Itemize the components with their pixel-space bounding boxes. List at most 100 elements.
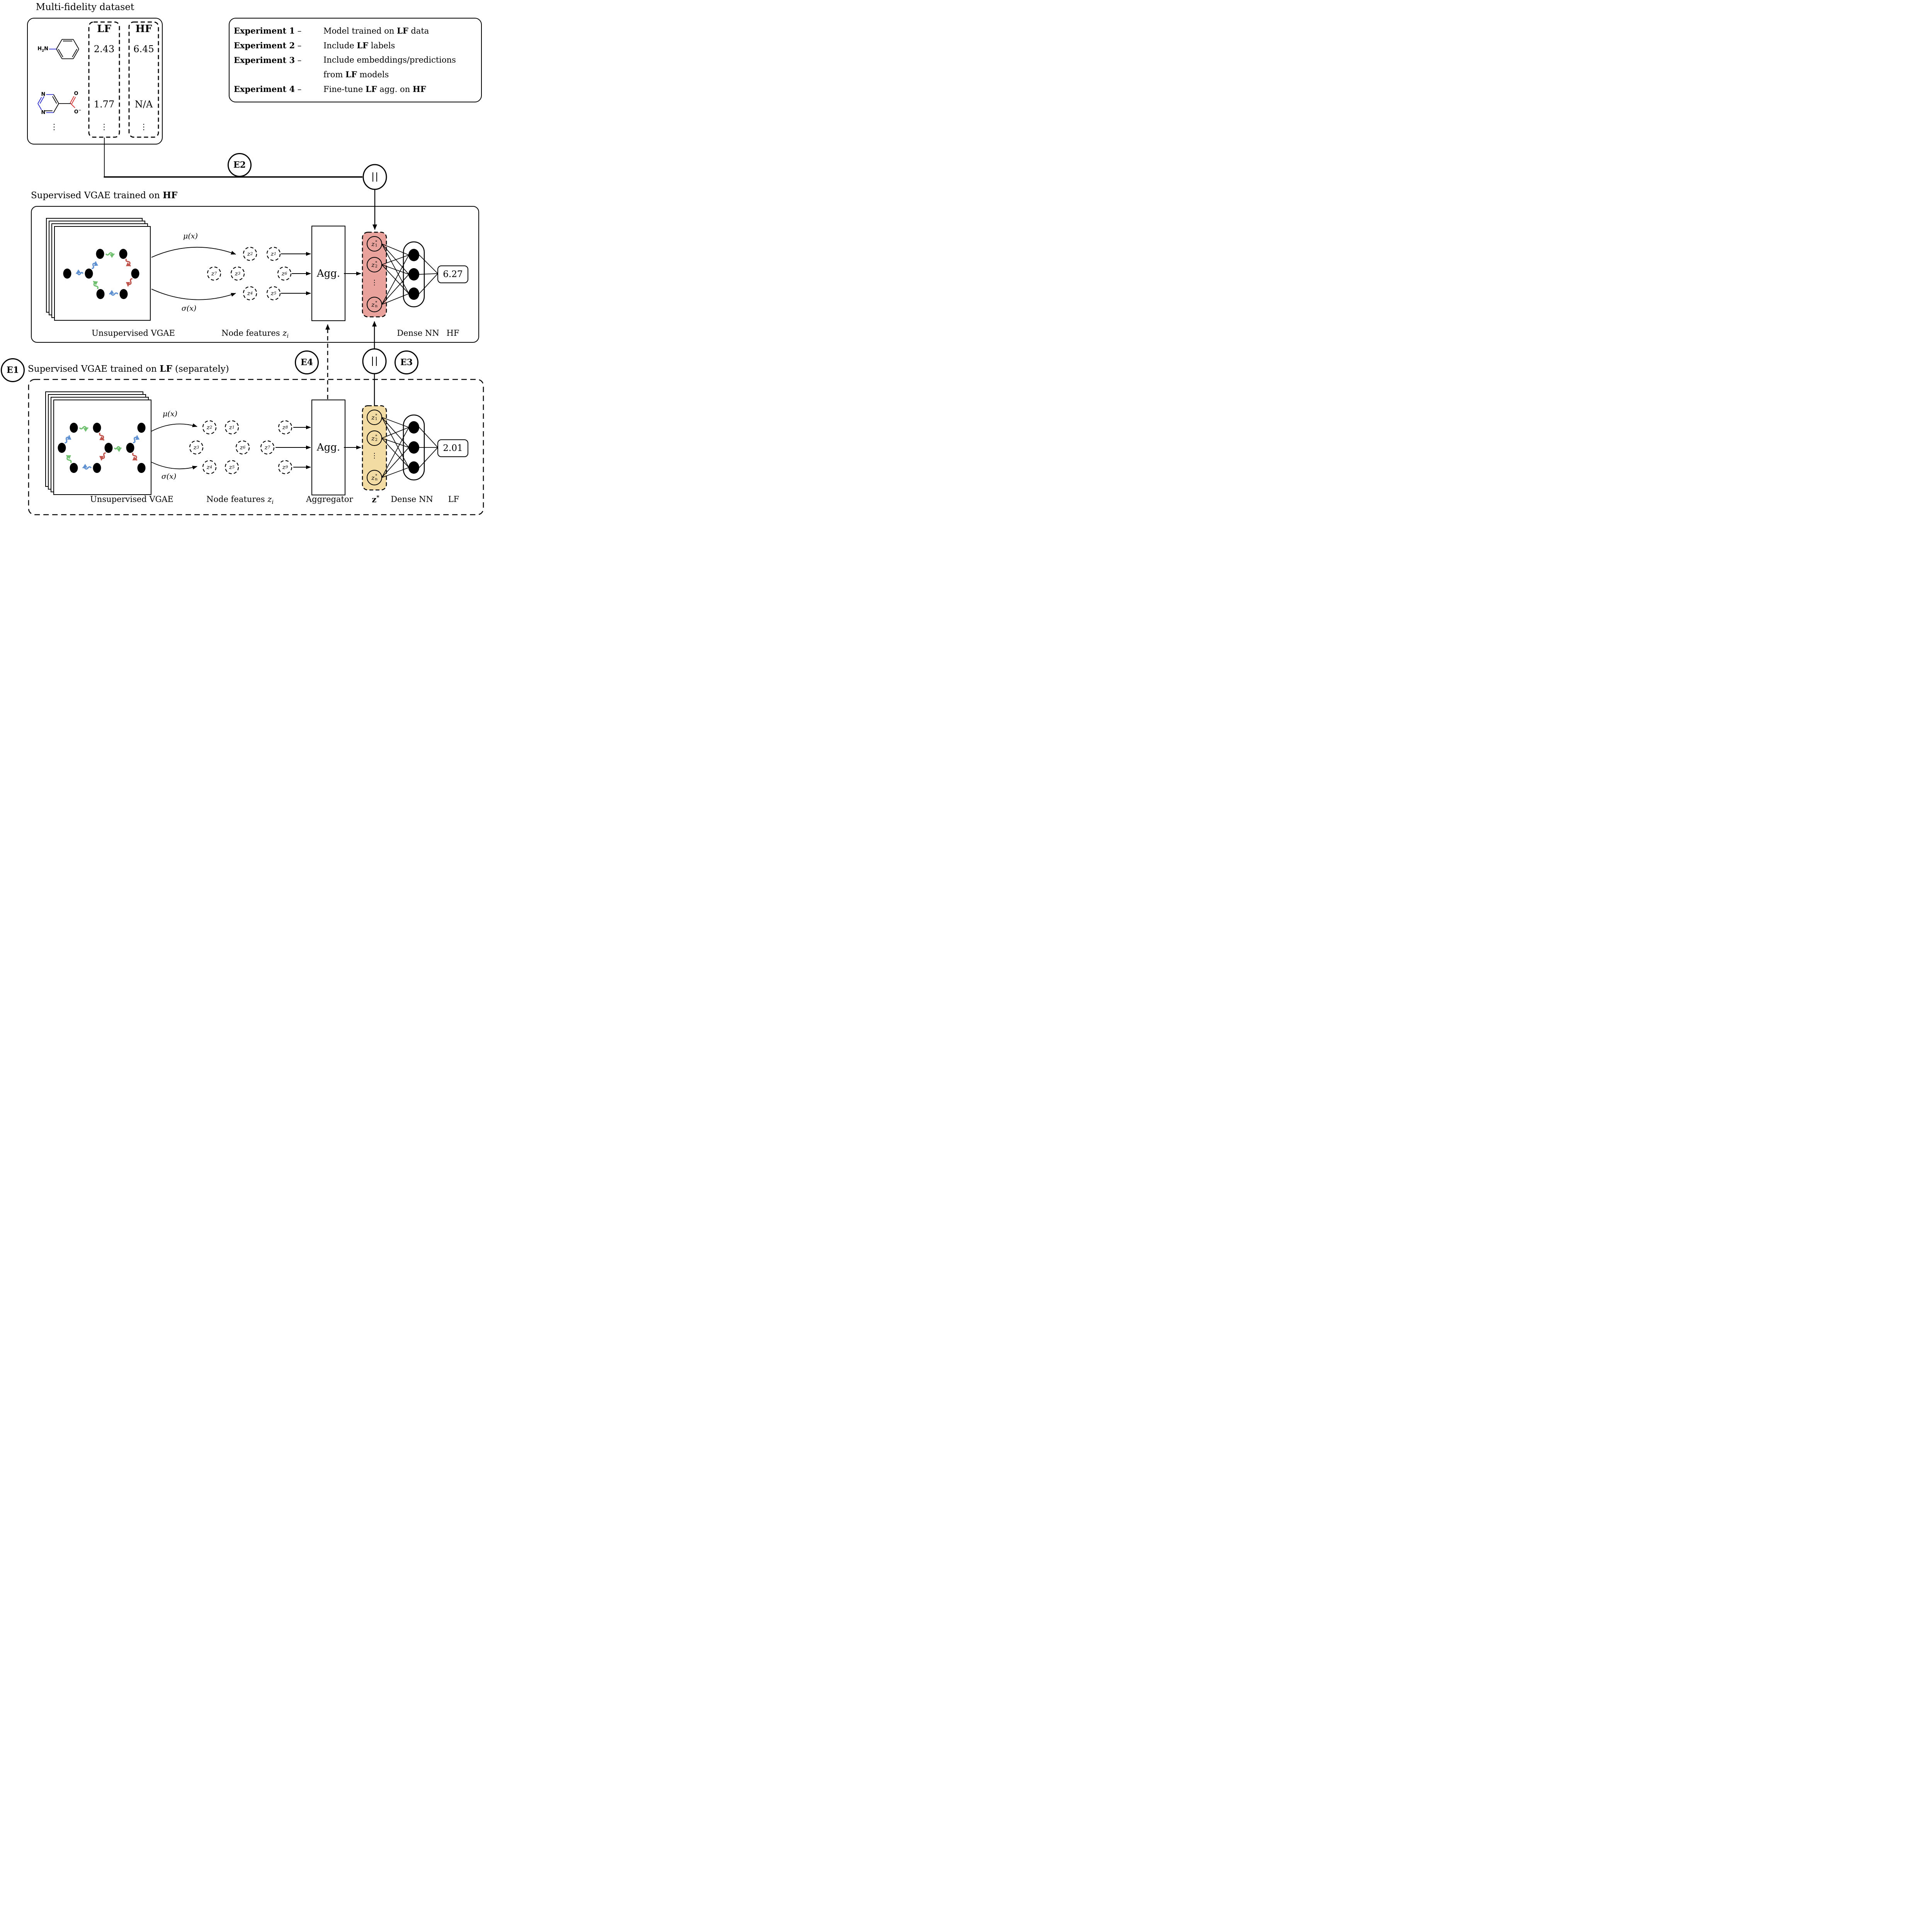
lf-fidelity-label: LF <box>448 495 459 504</box>
hf-section-title: Supervised VGAE trained on HF <box>31 190 178 201</box>
lf-column-header: LF <box>97 23 111 35</box>
hf-column-ellipsis: ⋮ <box>140 122 148 131</box>
lf-zstar-to-nn-link <box>381 427 409 439</box>
experiment-label: Experiment 4 – <box>234 84 302 94</box>
lf-zstar-to-nn-link <box>381 467 409 478</box>
lf-output-box: 2.01 <box>437 439 468 457</box>
hf-zstar-ellipsis: ⋮ <box>371 279 378 287</box>
lf-node-features-label: Node features zi <box>206 495 274 506</box>
lf-output-value: 2.01 <box>443 443 463 453</box>
hf-zstar-label: z*1 <box>371 240 378 248</box>
lf-nn-node <box>408 441 419 454</box>
nitrogen-bottom-label: N <box>41 110 46 116</box>
hf-aggregator-box: Agg. <box>311 226 345 321</box>
hf-output-value: 6.27 <box>443 269 463 279</box>
hf-agg-label: Agg. <box>316 267 340 279</box>
e2-label: E2 <box>233 160 246 170</box>
graph-stack-sheet <box>54 226 151 321</box>
experiment-label: Experiment 1 – <box>234 26 302 36</box>
lf-nn-to-output-link <box>419 447 438 468</box>
experiments-box: Experiment 1 – Model trained on LF data … <box>229 18 482 102</box>
e2-circle: E2 <box>228 153 252 177</box>
concat-icon <box>369 172 381 182</box>
lf-value-2: 1.77 <box>94 99 115 110</box>
hf-column-header: HF <box>135 23 152 35</box>
lf-nn-node <box>408 461 419 474</box>
experiment-label: Experiment 2 – <box>234 41 302 50</box>
hf-zstar-label: z*n <box>371 301 378 308</box>
lf-dense-nn-label: Dense NN <box>391 495 433 504</box>
hf-mu-label: μ(x) <box>183 232 198 240</box>
lf-zstar-label: z*2 <box>371 434 378 442</box>
lf-zstar-to-nn-link <box>381 438 409 448</box>
concat-icon <box>368 356 381 366</box>
lf-zstar-label: z* <box>372 495 379 504</box>
lf-zstar-to-nn-link <box>381 438 409 468</box>
lf-zstar-to-nn-link <box>381 417 409 468</box>
parallel-bars-icon <box>372 172 377 182</box>
lf-sigma-label: σ(x) <box>161 472 177 481</box>
nitrogen-top-label: N <box>41 92 46 97</box>
dataset-box <box>27 18 163 145</box>
lf-agg-label: Agg. <box>316 442 340 453</box>
hf-unsupervised-label: Unsupervised VGAE <box>92 328 175 338</box>
lf-zstar-label: z*n <box>371 474 378 481</box>
hf-dense-nn-label: Dense NN <box>397 328 439 338</box>
experiment-row: Experiment 1 – Model trained on LF data <box>234 24 481 38</box>
lf-value-1: 2.43 <box>94 44 115 54</box>
lf-zstar-label: z*1 <box>371 413 378 421</box>
hf-output-box: 6.27 <box>437 265 468 283</box>
lf-mu-curve <box>151 423 197 432</box>
lf-zstar-to-nn-link <box>381 417 409 448</box>
experiment-desc: Model trained on LF data <box>323 26 429 36</box>
lf-sigma-curve <box>151 462 197 470</box>
hf-zstar-label: z*2 <box>371 261 378 269</box>
e4-circle: E4 <box>295 350 319 374</box>
lf-section-title: Supervised VGAE trained on LF (separatel… <box>28 364 229 374</box>
e4-label: E4 <box>300 357 313 367</box>
hf-sigma-label: σ(x) <box>181 304 197 313</box>
hf-section-box <box>31 206 479 343</box>
lf-nn-to-output-link <box>419 427 438 448</box>
lf-aggregator-label: Aggregator <box>306 495 353 504</box>
lf-column-ellipsis: ⋮ <box>100 122 108 131</box>
lf-zstar-to-nn-link <box>381 417 409 428</box>
lf-zstar-to-nn-link <box>381 447 409 478</box>
hf-fidelity-label: HF <box>446 328 459 338</box>
lf-zstar-to-nn-link <box>381 427 409 478</box>
e1-label: E1 <box>6 365 19 375</box>
hf-value-1: 6.45 <box>133 44 154 54</box>
hf-value-2: N/A <box>134 99 153 110</box>
experiment-row: Experiment 3 – Include embeddings/predic… <box>234 53 481 82</box>
e3-circle: E3 <box>395 350 418 374</box>
experiment-row: Experiment 2 – Include LF labels <box>234 38 481 53</box>
experiment-desc: Fine-tune LF agg. on HF <box>323 84 426 94</box>
oxygen-minus-label: O− <box>74 109 82 115</box>
hf-node-features-label: Node features zi <box>221 328 289 340</box>
figure-canvas: Experiment 1 – Model trained on LF data … <box>0 0 486 516</box>
lf-nn-node <box>408 421 419 434</box>
e3-label: E3 <box>400 357 413 367</box>
lf-dense-nn-capsule <box>403 414 425 481</box>
lf-mu-label: μ(x) <box>163 410 177 418</box>
experiment-desc: Include LF labels <box>323 41 395 50</box>
experiment-label: Experiment 3 – <box>234 55 302 65</box>
lf-unsupervised-label: Unsupervised VGAE <box>90 495 173 504</box>
lf-aggregator-box: Agg. <box>311 400 345 495</box>
experiment-row: Experiment 4 – Fine-tune LF agg. on HF <box>234 82 481 97</box>
e1-circle: E1 <box>1 358 25 382</box>
